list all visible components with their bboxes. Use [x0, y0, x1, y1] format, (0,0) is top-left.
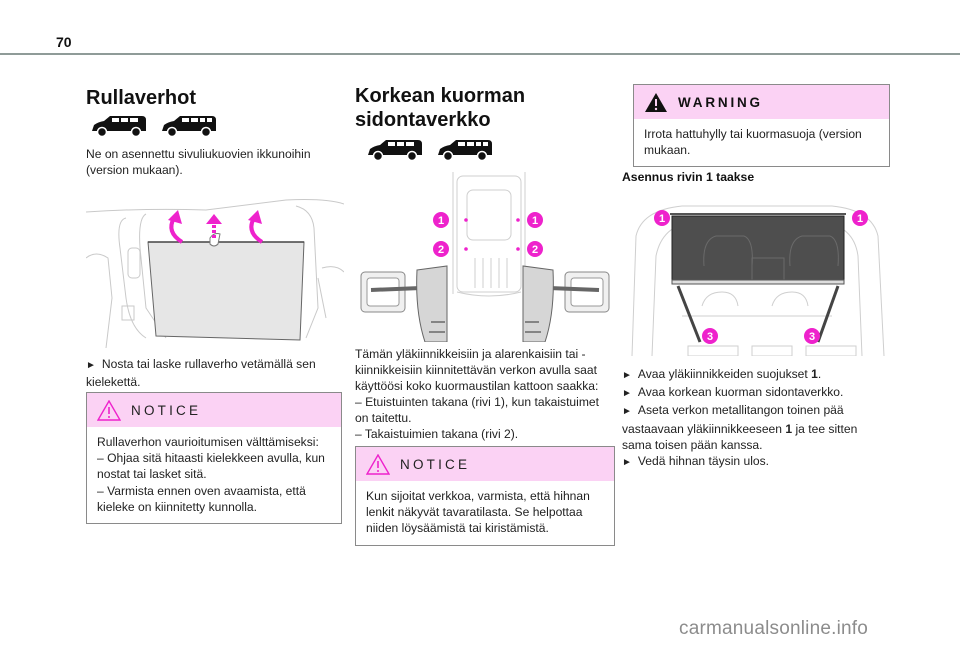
arrow-bullet-icon: ►: [86, 360, 96, 371]
step-item: ► Avaa korkean kuorman sidontaverkko.: [622, 384, 884, 402]
notice-line: – Ohjaa sitä hitaasti kielekkeen avulla,…: [97, 451, 325, 482]
step-item: ►Aseta verkon metallitangon toinen pää v…: [622, 402, 884, 453]
title-line: sidontaverkko: [355, 109, 491, 131]
notice-title: NOTICE: [131, 402, 202, 418]
step-text: Avaa korkean kuorman sidontaverkko.: [637, 385, 844, 400]
title-line: Korkean kuorman: [355, 85, 526, 107]
warning-triangle-icon: [645, 92, 667, 112]
callout-number: 2: [532, 244, 538, 256]
arrow-bullet-icon: ►: [622, 370, 632, 381]
watermark: carmanualsonline.info: [679, 618, 869, 639]
step-ref-number: 1: [785, 421, 793, 436]
step-text: ►Nosta tai laske rullaverho vetämällä se…: [86, 356, 336, 390]
roller-blind-illustration: [86, 199, 344, 348]
steps-list: ► Avaa yläkiinnikkeiden suojukset 1. ► Ava…: [622, 366, 884, 471]
callout-number: 3: [809, 331, 815, 343]
callout-number: 2: [438, 244, 444, 256]
van-icon: [92, 116, 146, 138]
warning-triangle-icon: [366, 453, 390, 475]
section-title: Rullaverhot: [86, 87, 197, 109]
step-text: Vedä hihnan täysin ulos.: [637, 454, 770, 469]
van-icons: [90, 114, 218, 138]
step-ref-number: 1: [811, 367, 818, 381]
arrow-bullet-icon: ►: [622, 388, 632, 400]
warning-title: WARNING: [678, 94, 763, 110]
van-icon: [162, 116, 216, 138]
sub-title: Asennus rivin 1 taakse: [622, 170, 755, 184]
intro-text: Tämän yläkiinnikkeisiin ja alarenkaisiin…: [355, 347, 599, 394]
notice-header: NOTICE: [356, 447, 614, 481]
arrow-bullet-icon: ►: [622, 406, 632, 418]
warning-body: Irrota hattuhylly tai kuormasuoja (versi…: [644, 127, 862, 158]
bullet-item: – Etuistuinten takana (rivi 1), kun taka…: [355, 395, 600, 426]
step-item: ► Vedä hihnan täysin ulos.: [622, 453, 884, 471]
notice-box: NOTICE Kun sijoitat verkkoa, varmista, e…: [355, 446, 615, 546]
cargo-net-installation-illustration: 1 1 3 3: [631, 205, 885, 356]
step-item: ► Avaa yläkiinnikkeiden suojukset 1.: [622, 366, 884, 384]
bullet-item: – Takaistuimien takana (rivi 2).: [355, 427, 519, 441]
notice-body: Kun sijoitat verkkoa, varmista, että hih…: [366, 489, 590, 536]
callout-number: 1: [438, 215, 444, 227]
notice-body: Rullaverhon vaurioitumisen välttämiseksi…: [87, 427, 341, 523]
header-rule: [0, 53, 960, 55]
notice-line: Rullaverhon vaurioitumisen välttämiseksi…: [97, 435, 319, 449]
step-text: Aseta verkon metallitangon toinen pää va…: [622, 403, 844, 436]
notice-box: NOTICE Rullaverhon vaurioitumisen välttä…: [86, 392, 342, 525]
section-title: Korkean kuorman sidontaverkko: [355, 84, 615, 132]
intro-text: Ne on asennettu sivuliukuovien ikkunoihi…: [86, 147, 311, 178]
warning-box: WARNING Irrota hattuhylly tai kuormasuoj…: [633, 84, 890, 168]
arrow-bullet-icon: ►: [622, 457, 632, 469]
step-text: ja tee sitten sama toisen pään kanssa.: [622, 421, 858, 452]
callout-number: 1: [857, 213, 863, 225]
notice-title: NOTICE: [400, 456, 471, 472]
notice-line: – Varmista ennen oven avaamista, että ki…: [97, 483, 306, 514]
van-icons: [366, 138, 494, 162]
callout-number: 3: [707, 331, 713, 343]
warning-header: WARNING: [634, 85, 889, 119]
van-icon: [438, 140, 492, 162]
step-label: Nosta tai laske rullaverho vetämällä sen…: [86, 357, 316, 390]
step-text: .: [817, 367, 822, 381]
callout-number: 1: [659, 213, 665, 225]
page-number: 70: [56, 34, 72, 50]
warning-triangle-icon: [97, 399, 121, 421]
step-text: Avaa yläkiinnikkeiden suojukset: [637, 367, 812, 381]
van-icon: [368, 140, 422, 162]
cargo-net-anchor-diagram: 1 1 2 2: [360, 172, 610, 342]
notice-header: NOTICE: [87, 393, 341, 427]
callout-number: 1: [532, 215, 538, 227]
